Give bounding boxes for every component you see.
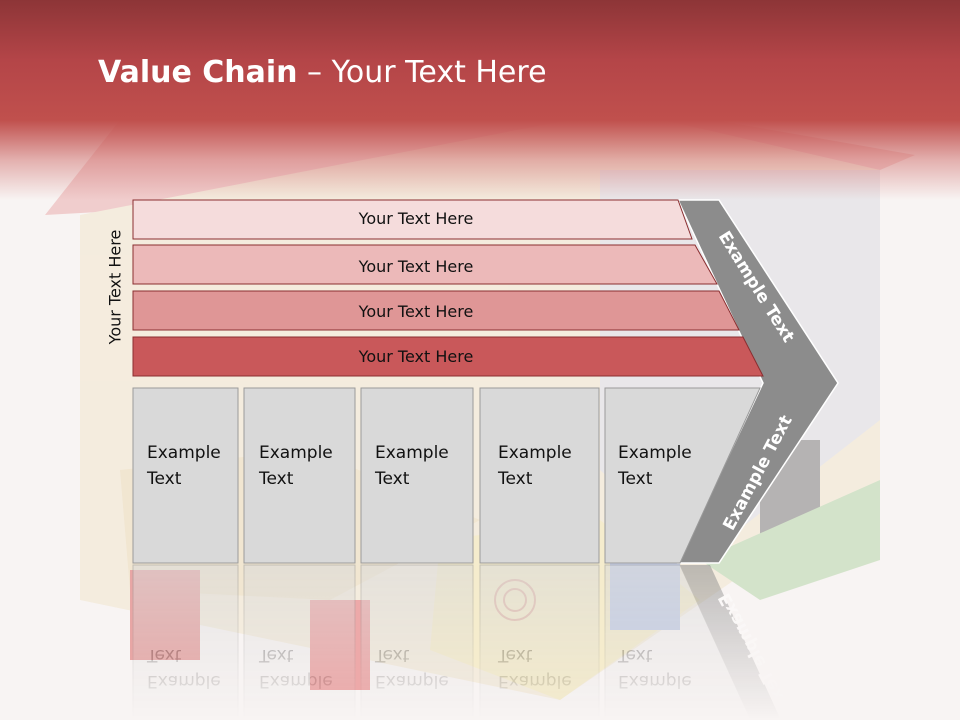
- box-2-line2: Text: [258, 469, 294, 489]
- svg-text:Text: Text: [497, 645, 533, 665]
- support-bars: Your Text Here Your Text Here Your Text …: [132, 199, 764, 377]
- header-band: [0, 0, 960, 200]
- svg-text:Example: Example: [259, 671, 333, 691]
- box-4-line1: Example: [498, 443, 572, 463]
- box-3: [360, 387, 474, 564]
- bar-label-4: Your Text Here: [358, 347, 474, 366]
- box-5-line1: Example: [618, 443, 692, 463]
- svg-text:Text: Text: [617, 645, 653, 665]
- slide-title: Value Chain – Your Text Here: [98, 55, 547, 90]
- box-1-line2: Text: [146, 469, 182, 489]
- box-4: [479, 387, 600, 564]
- bar-shape-2: [132, 244, 718, 285]
- box-3-line1: Example: [375, 443, 449, 463]
- primary-boxes: Example Text Example Text Example Text E…: [132, 387, 761, 564]
- svg-text:Example: Example: [147, 671, 221, 691]
- box-5: [604, 387, 761, 564]
- title-bold: Value Chain: [98, 55, 298, 90]
- svg-text:Example: Example: [375, 671, 449, 691]
- box-2-line1: Example: [259, 443, 333, 463]
- box-3-line2: Text: [374, 469, 410, 489]
- svg-text:Text: Text: [258, 645, 294, 665]
- bar-shape-1: [132, 199, 693, 240]
- value-chain-arrow: [676, 199, 839, 564]
- box-5-line2: Text: [617, 469, 653, 489]
- bar-shape-3: [132, 290, 740, 331]
- svg-text:Example: Example: [498, 671, 572, 691]
- svg-text:Text: Text: [374, 645, 410, 665]
- box-2: [243, 387, 356, 564]
- svg-text:Text: Text: [146, 645, 182, 665]
- bar-label-1: Your Text Here: [358, 209, 474, 228]
- bar-label-2: Your Text Here: [358, 257, 474, 276]
- bar-label-3: Your Text Here: [358, 302, 474, 321]
- title-rest: – Your Text Here: [297, 55, 547, 90]
- bar-shape-4: [132, 336, 764, 377]
- box-1-line1: Example: [147, 443, 221, 463]
- reflection: Text Example Text Example Text Example T…: [132, 564, 792, 720]
- box-1: [132, 387, 239, 564]
- box-4-line2: Text: [497, 469, 533, 489]
- svg-text:Example: Example: [618, 671, 692, 691]
